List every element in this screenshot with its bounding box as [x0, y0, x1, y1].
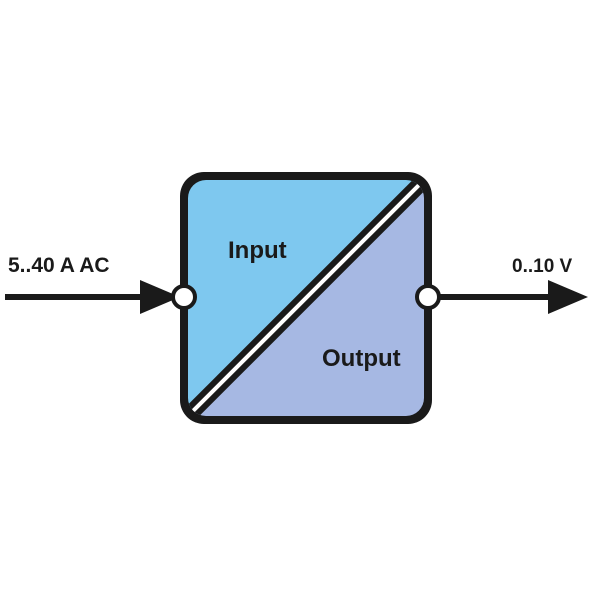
- output-arrow: [438, 280, 588, 314]
- output-terminal: [415, 284, 441, 310]
- output-label: Output: [322, 345, 401, 372]
- input-label: Input: [228, 237, 287, 264]
- input-terminal: [171, 284, 197, 310]
- output-signal-label: 0..10 V: [512, 256, 573, 277]
- input-arrow: [5, 280, 180, 314]
- input-signal-label: 5..40 A AC: [8, 254, 110, 277]
- converter-block: [180, 172, 432, 424]
